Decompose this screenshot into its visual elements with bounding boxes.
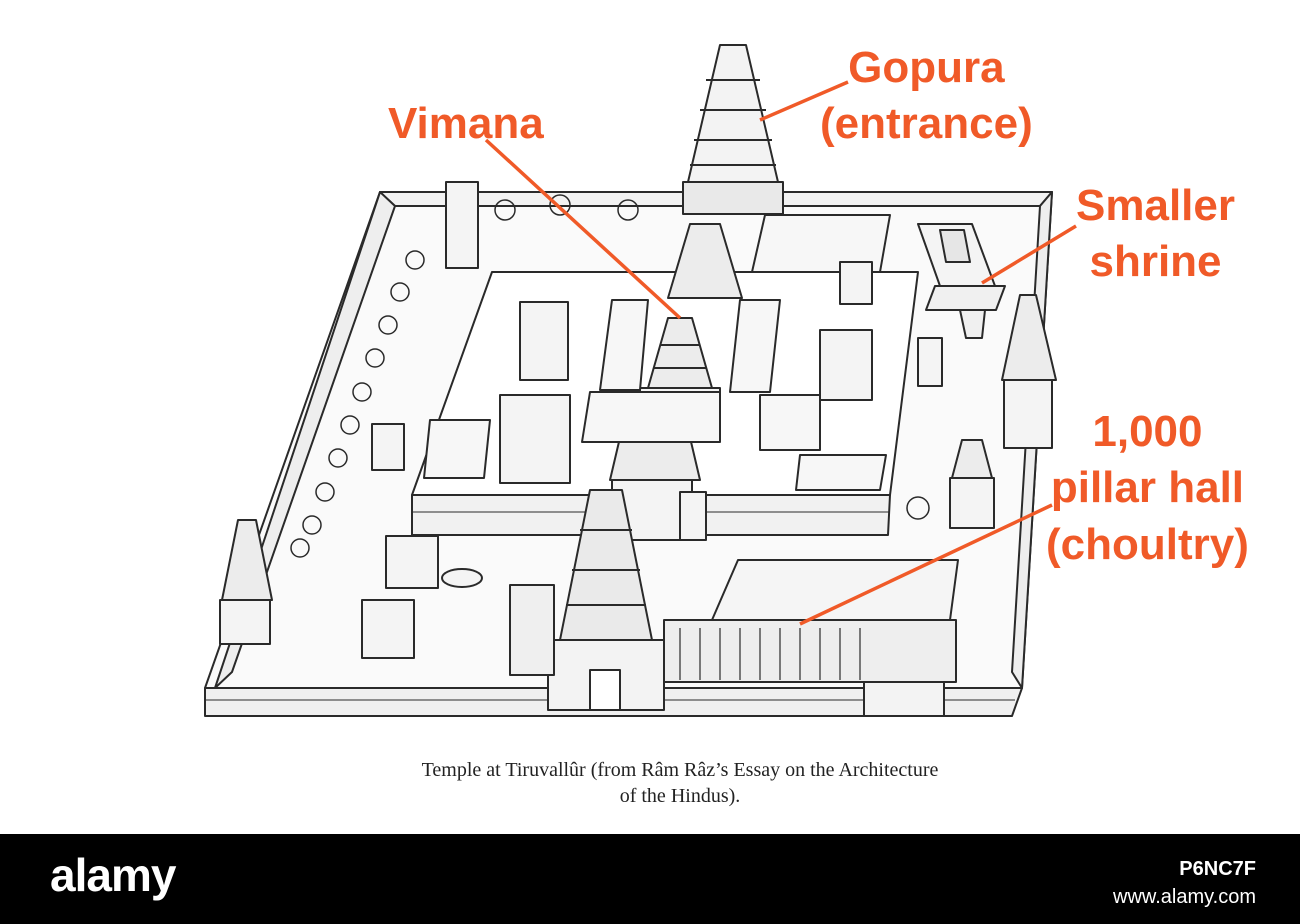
- vimana-label: Vimana: [388, 96, 544, 152]
- figure-area: Gopura (entrance) Vimana Smaller shrine …: [204, 40, 1249, 809]
- stock-site-url: www.alamy.com: [1113, 886, 1256, 908]
- rear-hall: [751, 214, 891, 273]
- smaller-shrine-label: Smaller shrine: [1076, 178, 1235, 291]
- caption-line1: Temple at Tiruvallûr (from Râm Râz’s Ess…: [421, 759, 939, 781]
- tree-row: [290, 194, 930, 558]
- vimana-label-text: Vimana: [388, 99, 544, 148]
- stock-image-id: P6NC7F: [1179, 858, 1256, 880]
- hall-label-line1: 1,000: [1092, 407, 1203, 456]
- front-gopura: [547, 489, 665, 711]
- shrine-label-line1: Smaller: [1076, 181, 1235, 230]
- gopura-label-line1: Gopura: [848, 43, 1005, 92]
- gopura-label-line2: (entrance): [820, 99, 1033, 149]
- gopura-label: Gopura (entrance): [820, 40, 1033, 153]
- pillar-hall-label: 1,000 pillar hall (choultry): [1046, 404, 1249, 573]
- minor-shrines: [361, 181, 943, 659]
- smaller-shrine: [917, 223, 1006, 339]
- hall-label-line3: (choultry): [1046, 519, 1249, 569]
- pillar-hall: [509, 559, 959, 683]
- temple-illustration: [204, 44, 1077, 717]
- side-towers: [219, 294, 1057, 645]
- watermark-footer: alamy P6NC7F www.alamy.com: [0, 834, 1300, 924]
- rear-gopura: [682, 44, 784, 215]
- shrine-label-line2: shrine: [1089, 237, 1222, 287]
- hall-label-line2: pillar hall: [1050, 463, 1245, 513]
- caption-line2: of the Hindus).: [619, 785, 741, 807]
- brand-logo: alamy: [50, 849, 176, 901]
- annotation-lines: [484, 80, 1077, 626]
- figure-caption: Temple at Tiruvallûr (from Râm Râz’s Ess…: [330, 757, 1030, 809]
